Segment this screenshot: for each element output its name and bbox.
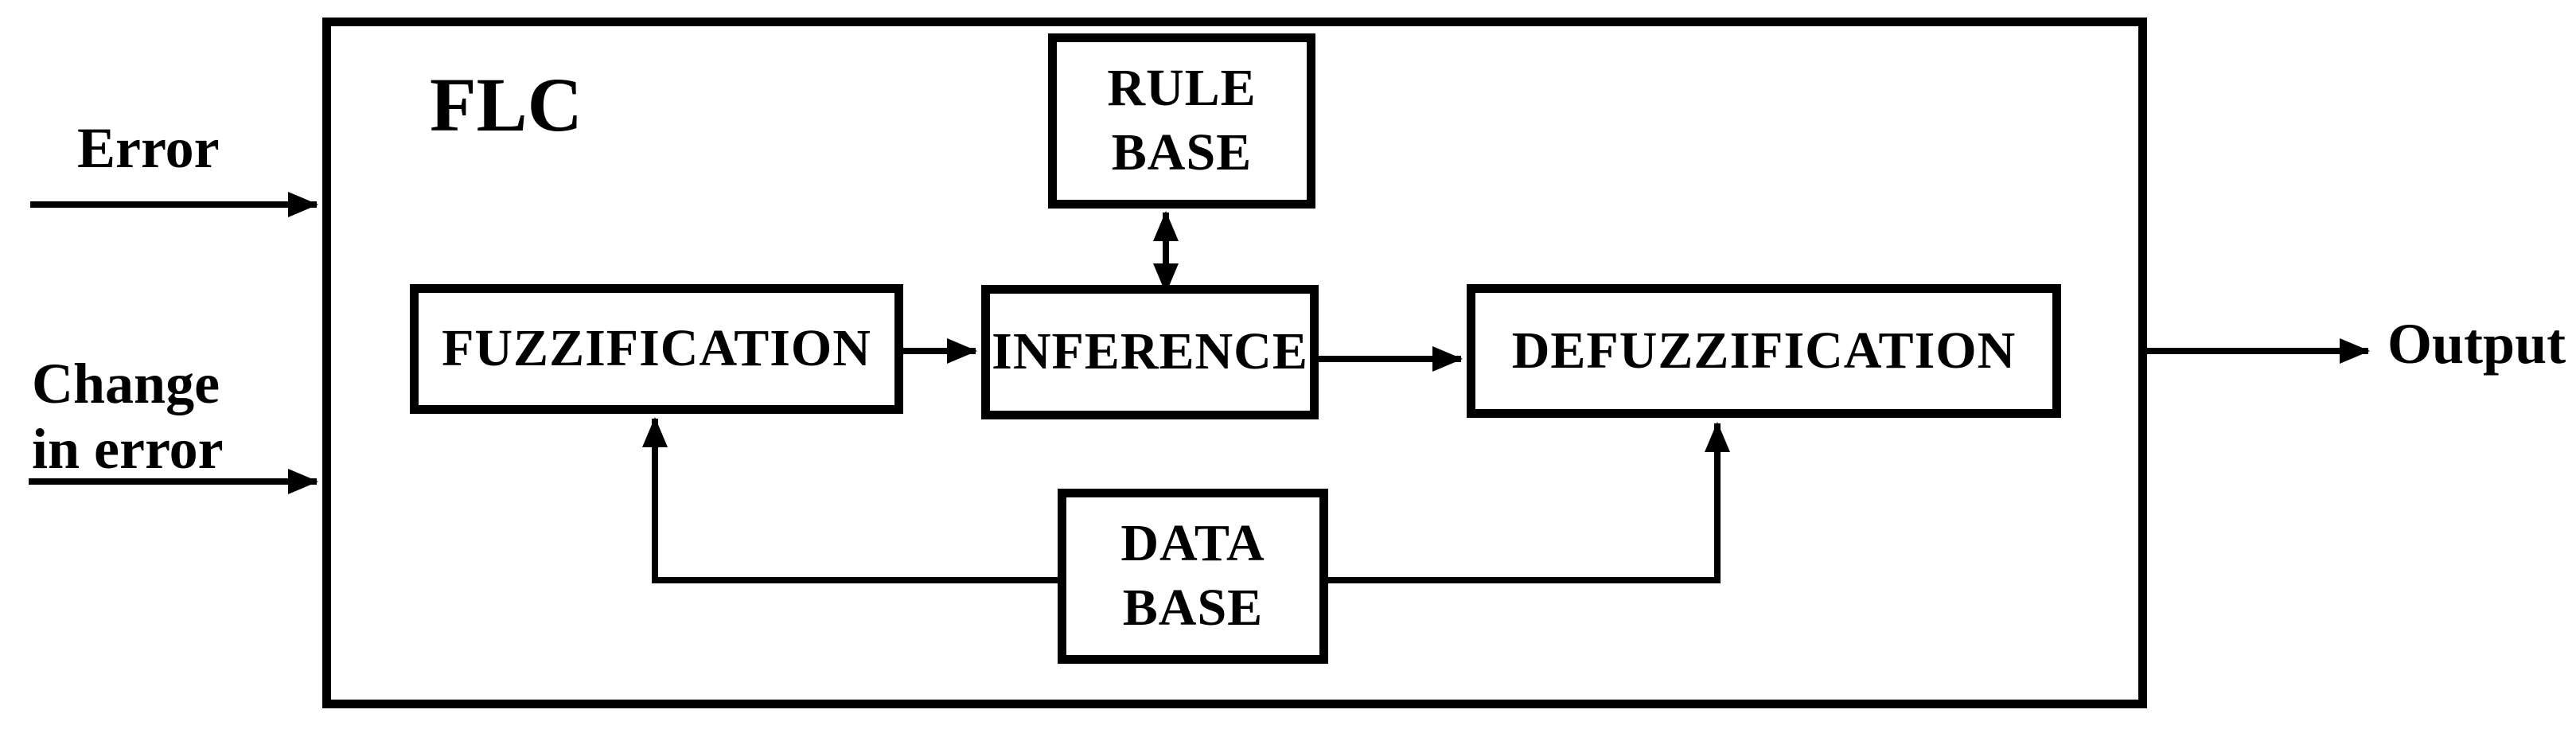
- flc-boundary-box: [322, 18, 2147, 708]
- defuzzification-label: DEFUZZIFICATION: [1511, 321, 2017, 380]
- data-base-line2: BASE: [1122, 579, 1264, 637]
- data-base-line1: DATA: [1120, 514, 1265, 573]
- fuzzification-label: FUZZIFICATION: [442, 319, 871, 378]
- database-to-defuzzification-arrow: [1328, 422, 1730, 583]
- block-fuzzification: FUZZIFICATION: [410, 284, 903, 414]
- database-to-fuzzification-arrow: [642, 417, 1058, 583]
- output-label: Output: [2387, 312, 2566, 376]
- change-in-error-line2: in error: [32, 417, 224, 481]
- error-input-label: Error: [77, 116, 220, 180]
- flc-title: FLC: [430, 62, 583, 147]
- change-in-error-line1: Change: [32, 352, 220, 415]
- rule-base-line2: BASE: [1111, 123, 1253, 181]
- inference-label: INFERENCE: [992, 322, 1308, 381]
- block-inference: INFERENCE: [981, 285, 1319, 419]
- rule-base-line1: RULE: [1107, 59, 1257, 118]
- block-data-base: DATA BASE: [1058, 489, 1328, 664]
- block-rule-base: RULE BASE: [1048, 33, 1315, 209]
- change-in-error-input-label: Change in error: [32, 351, 224, 482]
- block-defuzzification: DEFUZZIFICATION: [1467, 284, 2061, 418]
